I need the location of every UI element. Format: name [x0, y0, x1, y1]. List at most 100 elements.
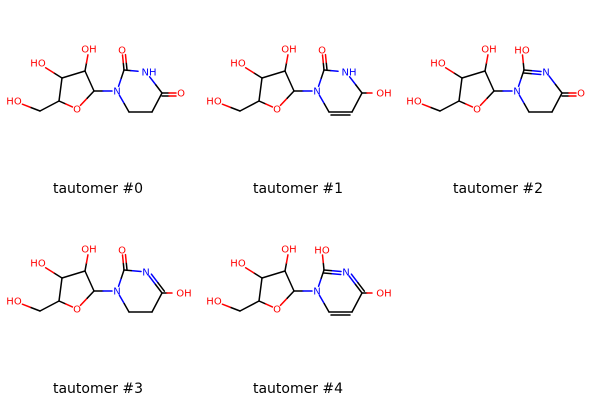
bond-n1-c6 [118, 294, 125, 305]
bond-c2-c3 [261, 270, 286, 279]
bond-c2-oh [285, 254, 289, 264]
bond-c3-oh [444, 67, 455, 74]
bond-c2-n3 [323, 269, 334, 272]
bond-c2-n3 [123, 69, 132, 72]
hydroxyl-label: HO [230, 259, 246, 270]
bond-o-c1 [79, 97, 88, 107]
bond-n1-c6 [123, 302, 130, 313]
bond-c2-o [321, 54, 324, 64]
nitrogen-label: NH [142, 68, 157, 79]
hydroxyl-label: OH [481, 45, 496, 56]
bond-c3-c4 [58, 77, 63, 102]
enol-hydroxyl-label: HO [314, 246, 330, 257]
bond-n1-c6 [318, 94, 325, 105]
bond-c3-oh [253, 272, 263, 279]
bond-c4-o [64, 103, 74, 108]
tautomer-caption: tautomer #1 [253, 181, 343, 197]
hydroxyl-label: HO [30, 259, 46, 270]
bond-c4-o [64, 303, 74, 308]
bond-c3-oh [244, 67, 255, 74]
bond-ch2-c4 [239, 100, 260, 112]
bond-n1-c6 [123, 102, 130, 113]
bond-ho-ch2 [421, 103, 432, 109]
bond-c2-o-double [325, 61, 328, 71]
bond-c3-c4 [58, 277, 63, 302]
bond-c1-c2 [84, 70, 95, 92]
bond-c4-c5 [151, 292, 163, 313]
bond-n1-c6 [523, 102, 530, 113]
bond-c2-n3-double [322, 272, 333, 275]
hydroxyl-label: HO [206, 297, 222, 308]
bond-c2-oh [284, 62, 288, 72]
bond-c2-o-double [125, 61, 128, 71]
bond-c2-n3 [331, 270, 342, 273]
bond-c4-o [58, 300, 67, 305]
bond-n3-c4 [354, 283, 363, 294]
bond-c4-o [264, 103, 274, 108]
bond-c3-oh [244, 267, 255, 274]
bond-c2-n3 [330, 69, 339, 73]
bond-o-c1 [86, 290, 95, 299]
bond-c2-c3 [61, 70, 86, 79]
carbonyl-oxygen-label: O [577, 89, 585, 100]
nitrogen-label: N [313, 87, 320, 98]
bond-n1-c2 [120, 269, 125, 279]
bond-c4-c5 [151, 92, 163, 113]
bond-o-c1 [479, 97, 488, 107]
bond-c1-c2 [484, 70, 495, 92]
hydroxyl-label: OH [281, 245, 296, 256]
bond-n1-c6 [318, 294, 325, 305]
bond-c1-c2 [284, 270, 295, 292]
hydroxyl-label: HO [6, 297, 22, 308]
bond-n1-c2 [520, 69, 525, 79]
bond-c4-o [258, 300, 267, 305]
bond-c3-c4 [258, 277, 263, 302]
bond-c3-oh [453, 72, 463, 79]
bond-c2-oh [85, 254, 89, 264]
ring-oxygen-label: O [273, 305, 281, 316]
tautomer-caption: tautomer #3 [53, 381, 143, 397]
bond-c1-c2 [84, 270, 95, 292]
bond-c4-o [458, 100, 467, 105]
bond-ho-ch2 [230, 306, 241, 312]
bond-c4-o [58, 100, 67, 105]
carbonyl-oxygen-label: O [118, 46, 126, 57]
bond-c2-o [122, 261, 125, 271]
bond-c2-oh [521, 54, 524, 64]
hydroxyl-label: HO [206, 97, 222, 108]
bond-c2-n3 [130, 69, 139, 73]
bond-n3-c4 [155, 84, 163, 94]
bond-c2-c3 [61, 270, 86, 279]
bond-c4-o [464, 103, 474, 108]
hydroxyl-label: OH [81, 45, 96, 56]
carbonyl-oxygen-label: O [118, 246, 126, 257]
bond-ho-ch2 [30, 106, 41, 112]
bond-c2-c3 [261, 70, 286, 79]
bond-c3-oh [53, 72, 63, 79]
bond-n3-c4 [355, 84, 363, 94]
enol-hydroxyl-label: OH [376, 89, 391, 100]
bond-c2-oh [85, 54, 89, 64]
bond-n1-c2 [320, 269, 325, 279]
bond-n3-c4 [548, 75, 557, 86]
bond-c2-oh [522, 61, 525, 71]
bond-c3-oh [53, 272, 63, 279]
carbonyl-oxygen-label: O [318, 46, 326, 57]
hydroxyl-label: HO [430, 59, 446, 70]
bond-n3-c4-double [157, 281, 166, 292]
nitrogen-label: N [313, 287, 320, 298]
bond-ch2-c4 [39, 100, 60, 112]
bond-n1-c6 [323, 102, 330, 113]
bond-o-c1 [279, 297, 288, 307]
carbonyl-oxygen-label: O [177, 89, 185, 100]
bond-o-c1 [286, 90, 295, 99]
hydroxyl-label: HO [6, 97, 22, 108]
nitrogen-label: N [142, 268, 149, 279]
bond-c2-o-double [124, 253, 127, 263]
bond-c2-n3-double [522, 72, 533, 75]
bond-n3-c4 [154, 283, 163, 294]
